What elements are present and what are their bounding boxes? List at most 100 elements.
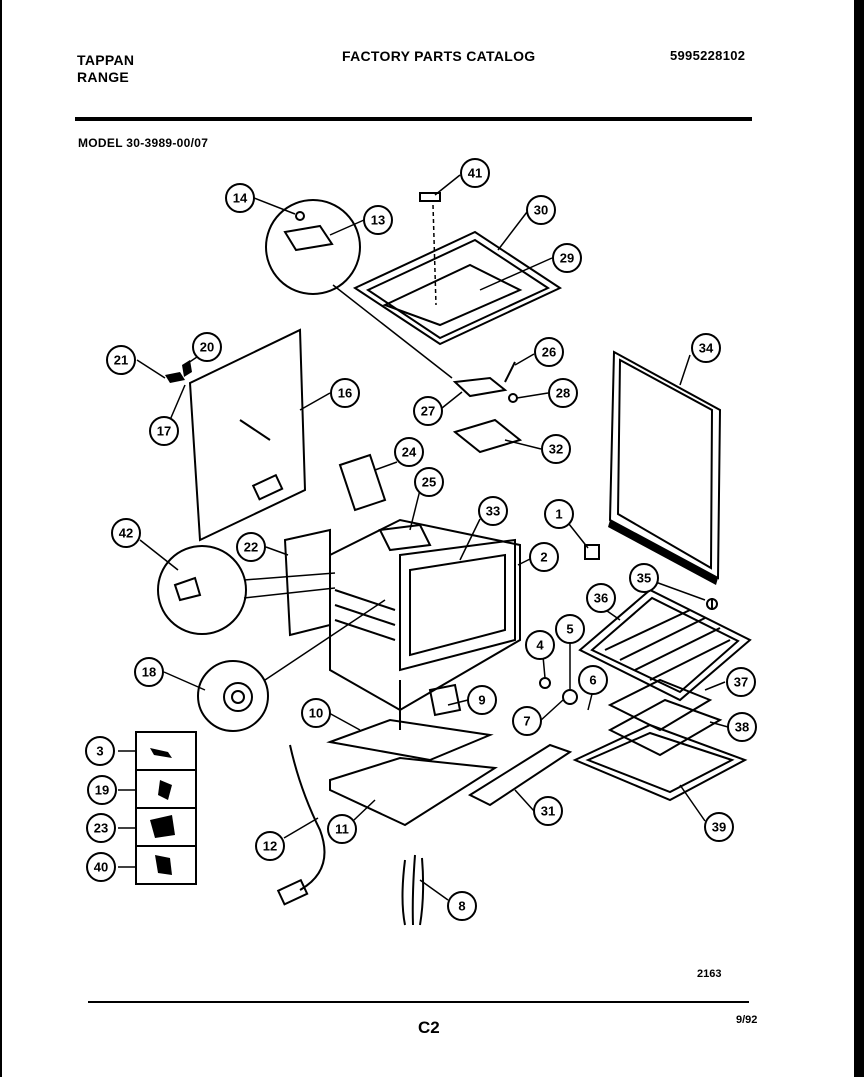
part-37-glass: [607, 678, 713, 732]
callout-4: 4: [525, 630, 555, 660]
callout-9: 9: [467, 685, 497, 715]
callout-label: 30: [534, 203, 548, 218]
callout-label: 21: [114, 353, 128, 368]
callout-36: 36: [586, 583, 616, 613]
callout-circle: [301, 698, 331, 728]
callout-circle: [255, 831, 285, 861]
callout-34: 34: [691, 333, 721, 363]
callout-circle: [691, 333, 721, 363]
callout-26: 26: [534, 337, 564, 367]
callout-22: 22: [236, 532, 266, 562]
callout-circle: [727, 712, 757, 742]
part-21-shape: [165, 372, 185, 383]
callout-39: 39: [704, 812, 734, 842]
callout-13: 13: [363, 205, 393, 235]
callout-label: 11: [335, 822, 349, 837]
callout-11: 11: [327, 814, 357, 844]
part-11-drawer-base: [329, 756, 498, 827]
callout-17: 17: [149, 416, 179, 446]
callout-label: 32: [549, 442, 563, 457]
callout-circle: [413, 396, 443, 426]
callout-circle: [363, 205, 393, 235]
callout-label: 4: [536, 638, 544, 653]
callout-20: 20: [192, 332, 222, 362]
callout-circle: [225, 183, 255, 213]
callout-31: 31: [533, 796, 563, 826]
callout-19: 19: [87, 775, 117, 805]
callout-label: 25: [422, 475, 436, 490]
header-rule: [75, 117, 752, 121]
callout-33: 33: [478, 496, 508, 526]
callout-label: 34: [699, 341, 714, 356]
model-number: MODEL 30-3989-00/07: [78, 136, 209, 150]
part-31-rail: [467, 743, 573, 807]
callout-21: 21: [106, 345, 136, 375]
part-16-back-panel: [188, 328, 307, 542]
part-10-bottom: [326, 718, 494, 762]
callout-27: 27: [413, 396, 443, 426]
callout-circle: [327, 814, 357, 844]
callout-label: 41: [468, 166, 482, 181]
callout-circle: [544, 499, 574, 529]
callout-circle: [236, 532, 266, 562]
brand-name: TAPPAN: [77, 52, 135, 68]
callout-18: 18: [134, 657, 164, 687]
callout-label: 19: [95, 783, 109, 798]
callout-circle: [525, 630, 555, 660]
callout-label: 33: [486, 504, 500, 519]
callout-circle: [726, 667, 756, 697]
callout-circle: [460, 158, 490, 188]
part-32-bracket: [452, 418, 523, 454]
callout-2: 2: [529, 542, 559, 572]
callout-label: 22: [244, 540, 258, 555]
callout-circle: [478, 496, 508, 526]
callout-42: 42: [111, 518, 141, 548]
callout-label: 26: [542, 345, 556, 360]
detail-circle-18: [197, 660, 269, 732]
callout-label: 20: [200, 340, 214, 355]
callout-label: 5: [566, 622, 573, 637]
callout-32: 32: [541, 434, 571, 464]
callout-circle: [111, 518, 141, 548]
callout-label: 7: [523, 714, 530, 729]
callout-circle: [106, 345, 136, 375]
callout-7: 7: [512, 706, 542, 736]
callout-40: 40: [86, 852, 116, 882]
callout-label: 10: [309, 706, 323, 721]
callout-circle: [86, 813, 116, 843]
callout-label: 35: [637, 571, 651, 586]
callout-circle: [467, 685, 497, 715]
callout-29: 29: [552, 243, 582, 273]
detail-circle-42: [157, 545, 247, 635]
callout-circle: [512, 706, 542, 736]
part-25-shape: [378, 523, 432, 552]
part-2-oven-body: [329, 518, 521, 712]
callout-24: 24: [394, 437, 424, 467]
drawing-number: 2163: [697, 968, 722, 980]
part-39-door-frame: [572, 723, 748, 802]
callout-label: 8: [458, 899, 465, 914]
callout-circle: [529, 542, 559, 572]
part-14-shape: [295, 211, 305, 221]
callout-label: 28: [556, 386, 570, 401]
callout-14: 14: [225, 183, 255, 213]
callout-label: 6: [589, 673, 596, 688]
callout-10: 10: [301, 698, 331, 728]
callout-23: 23: [86, 813, 116, 843]
callout-circle: [526, 195, 556, 225]
callout-circle: [149, 416, 179, 446]
callout-circle: [533, 796, 563, 826]
part-13-shape: [283, 224, 334, 252]
callout-3: 3: [85, 736, 115, 766]
callout-label: 31: [541, 804, 555, 819]
callout-circle: [87, 775, 117, 805]
callout-circle: [541, 434, 571, 464]
callout-label: 12: [263, 839, 277, 854]
detail-circle-top: [265, 199, 361, 295]
callout-circle: [414, 467, 444, 497]
callout-30: 30: [526, 195, 556, 225]
callout-16: 16: [330, 378, 360, 408]
callout-28: 28: [548, 378, 578, 408]
